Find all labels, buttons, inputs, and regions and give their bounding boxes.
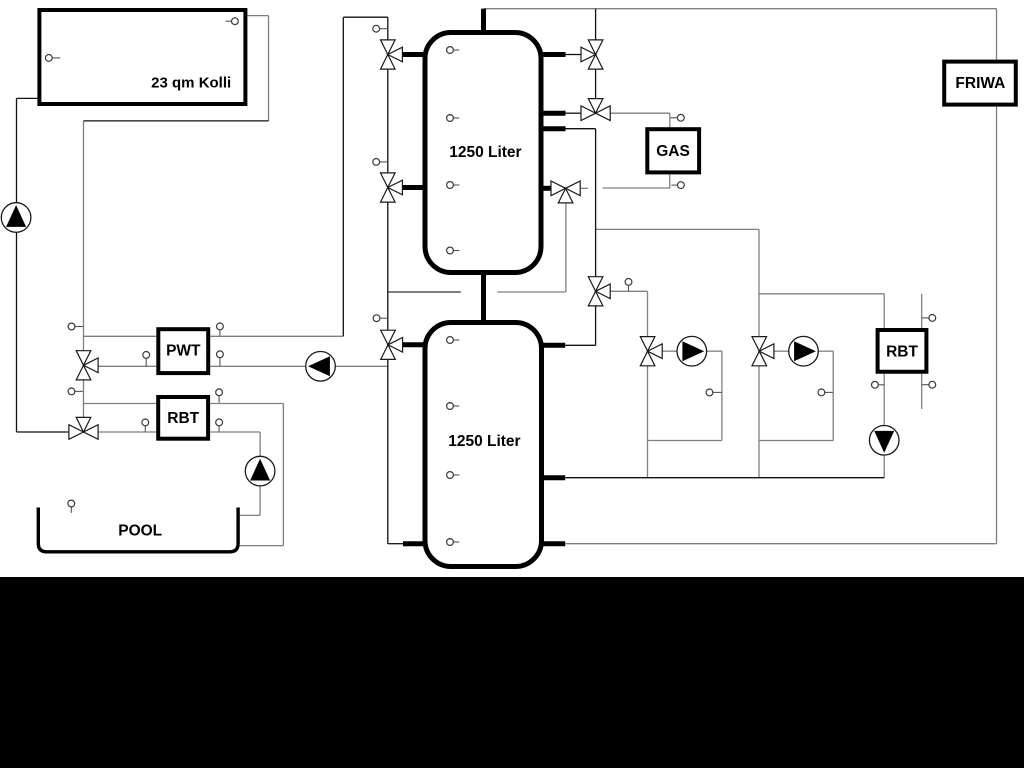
svg-text:FRIWA: FRIWA [955,75,1005,92]
svg-text:GAS: GAS [656,143,690,160]
svg-text:23 qm Kolli: 23 qm Kolli [151,75,231,92]
svg-text:PWT: PWT [166,343,201,360]
svg-text:1250 Liter: 1250 Liter [449,144,521,161]
svg-text:1250 Liter: 1250 Liter [448,433,520,450]
svg-text:RBT: RBT [886,343,918,360]
svg-text:RBT: RBT [167,410,199,427]
svg-text:POOL: POOL [118,523,162,540]
